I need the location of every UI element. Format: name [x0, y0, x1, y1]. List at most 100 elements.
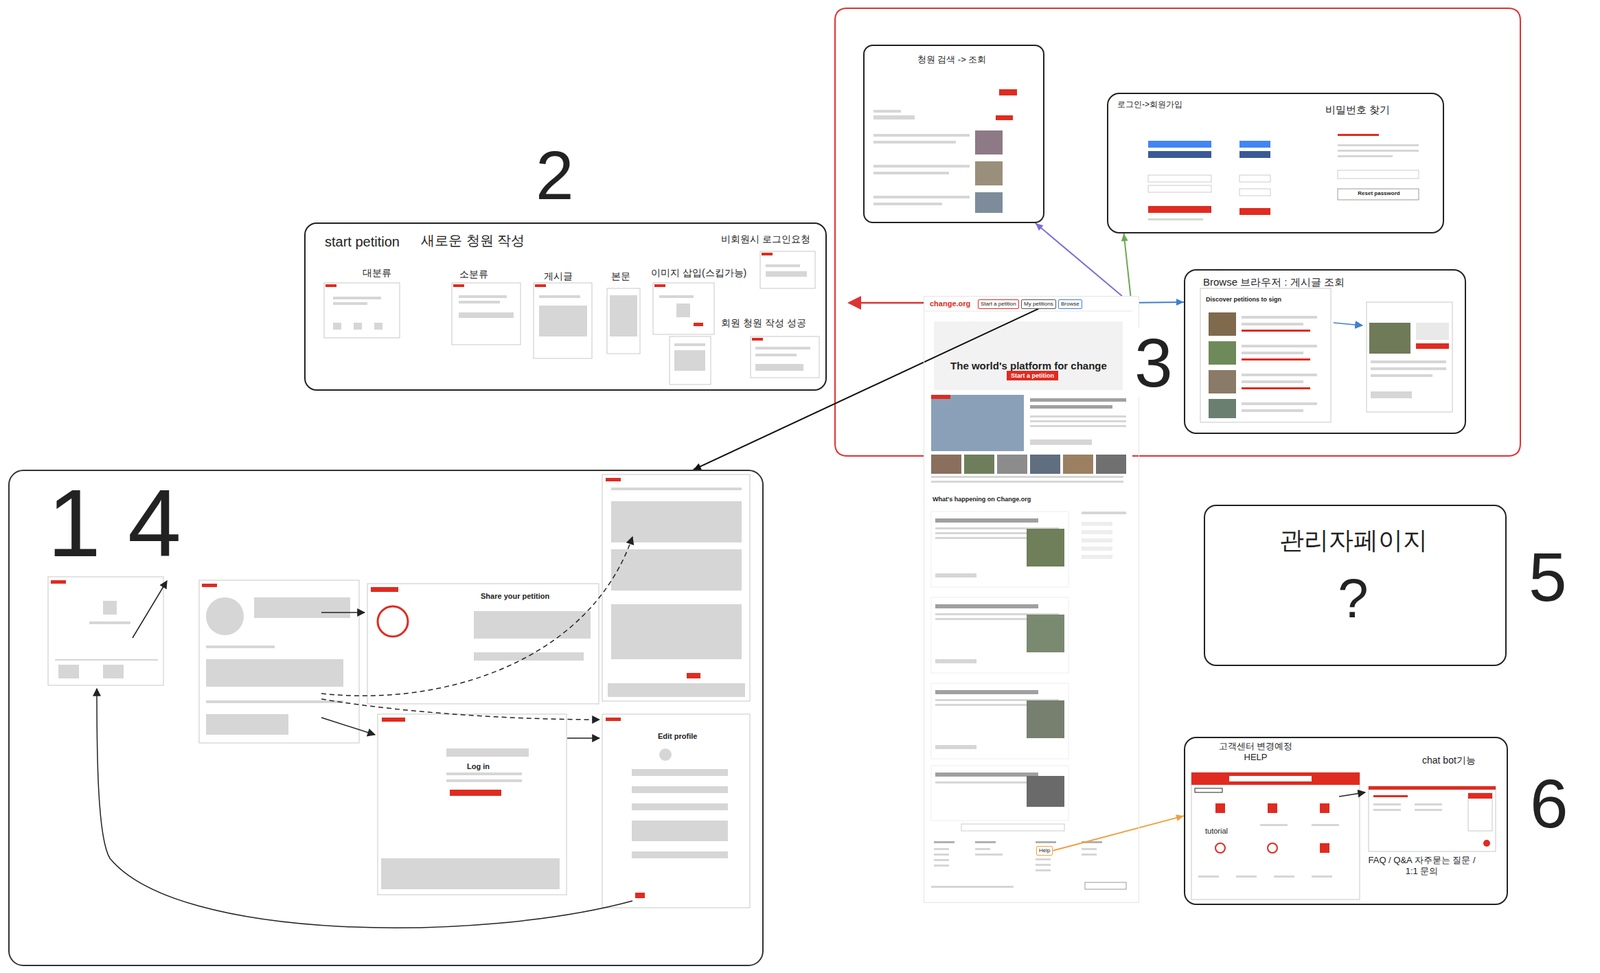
screenshot-detail: [1373, 803, 1401, 806]
screenshot-detail: [611, 487, 742, 491]
screenshot-detail: [1229, 775, 1312, 782]
screenshot-detail: [755, 353, 797, 357]
screenshot-detail: [873, 133, 970, 137]
screenshot-detail: [659, 295, 694, 299]
screenshot-detail: [54, 659, 158, 661]
screenshot-detail: [50, 580, 66, 584]
screenshot-detail: [1333, 322, 1363, 326]
screenshot-detail: [381, 858, 560, 890]
screenshot-detail: [1468, 793, 1493, 799]
screenshot-detail: [1267, 803, 1278, 814]
screenshot-detail: [1311, 824, 1340, 827]
screenshot-detail: [1319, 843, 1330, 853]
section-heading: What's happening on Change.org: [932, 495, 1031, 503]
screenshot-detail: [1273, 875, 1295, 878]
homepage-mock: [961, 824, 1065, 831]
homepage-mock: [1026, 775, 1065, 807]
homepage-mock: [1084, 882, 1127, 890]
homepage-mock: [931, 597, 1069, 673]
screen-title: Discover petitions to sign: [1205, 295, 1282, 303]
admin-box: 관리자페이지?: [1203, 504, 1507, 667]
step-label: 회원 청원 작성 성공: [721, 317, 807, 329]
screenshot-thumb: [602, 474, 750, 702]
screenshot-detail: [1241, 387, 1311, 390]
screenshot-detail: [1191, 772, 1496, 900]
screenshot-thumb: [451, 282, 521, 345]
homepage-mock: [975, 848, 991, 851]
screenshot-detail: [1468, 793, 1493, 831]
connector-line: [1124, 233, 1131, 296]
callout-number: 2: [535, 140, 575, 210]
screenshot-detail: [631, 851, 728, 859]
screenshot-thumb: [199, 580, 360, 744]
node-text: Browse 브라우저 : 게시글 조회: [1203, 276, 1345, 289]
screenshot-detail: [1191, 772, 1360, 900]
my-petitions-box: 14: [8, 469, 764, 967]
homepage-mock: [933, 853, 950, 856]
region-outline: [835, 8, 1521, 456]
homepage-mock: [975, 853, 1003, 856]
screenshot-detail: [1239, 175, 1271, 182]
step-label: 대분류: [362, 267, 392, 279]
screenshot-thumb: [324, 251, 820, 385]
screenshot-detail: [975, 161, 1003, 186]
homepage-mock: [931, 394, 1024, 452]
screenshot-detail: [446, 779, 522, 783]
screenshot-detail: [611, 501, 742, 543]
screenshot-detail: [325, 284, 337, 288]
screenshot-detail: [370, 587, 399, 592]
screenshot-detail: [605, 477, 621, 482]
homepage-mock: [1081, 521, 1113, 527]
node-text: change.org: [929, 299, 971, 309]
arrow-head: [1175, 814, 1184, 822]
screenshot-detail: [631, 769, 728, 776]
screenshot-detail: [446, 748, 529, 757]
step-label: 소분류: [459, 268, 489, 280]
connector-line: [1035, 223, 1123, 296]
petition-flow-box: start petition새로운 청원 작성: [304, 222, 827, 391]
callout-number: 3: [1134, 328, 1173, 397]
screenshot-thumb: [653, 282, 715, 335]
homepage-mock: [1081, 848, 1097, 851]
step-label: 게시글: [543, 270, 573, 282]
homepage-mock: [933, 859, 950, 862]
screenshot-detail: [1191, 772, 1360, 785]
screenshot-detail: [1337, 149, 1419, 152]
screenshot-detail: [1373, 808, 1401, 811]
screenshot-detail: [1414, 808, 1443, 811]
screenshot-detail: [206, 714, 289, 735]
flow-arrow: [321, 699, 600, 720]
arrow-head: [1035, 223, 1044, 231]
flow-arrow: [132, 580, 167, 638]
homepage-mock: [931, 454, 962, 474]
screenshot-detail: [1337, 155, 1393, 158]
screenshot-detail: [1241, 322, 1304, 326]
homepage-mock: [1081, 530, 1113, 535]
screenshot-detail: [1198, 875, 1219, 878]
screenshot-thumb: [760, 251, 816, 289]
screenshot-detail: [659, 748, 672, 761]
screenshot-detail: [1370, 391, 1412, 399]
screenshot-detail: [873, 171, 950, 175]
screenshot-detail: [1239, 151, 1271, 158]
homepage-mock: [975, 841, 996, 844]
flow-arrow: [321, 611, 365, 614]
screenshot-detail: [325, 252, 773, 341]
homepage-mock: [933, 864, 950, 867]
nav-link: Browse: [1058, 299, 1083, 310]
screenshot-detail: [446, 772, 522, 776]
node-text: 로그인->회원가입: [1117, 99, 1183, 110]
homepage-mock: [1030, 405, 1113, 409]
screenshot-detail: [631, 820, 728, 842]
screenshot-detail: [999, 89, 1017, 96]
arrow-head: [1176, 298, 1184, 306]
browse-box: Browse 브라우저 : 게시글 조회: [1183, 269, 1467, 434]
node-text: 4: [127, 475, 182, 572]
screenshot-detail: [1311, 875, 1333, 878]
screenshot-detail: [539, 295, 581, 299]
screenshot-detail: [1415, 322, 1449, 340]
screen-title: Edit profile: [657, 732, 697, 741]
screenshot-detail: [686, 672, 701, 679]
